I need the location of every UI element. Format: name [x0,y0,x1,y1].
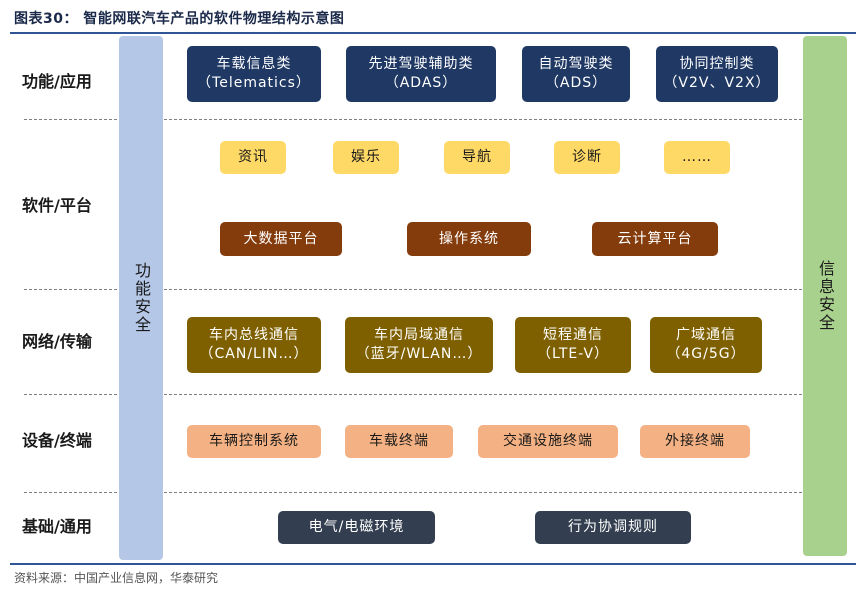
box-subtitle: （CAN/LIN…） [199,346,309,362]
box-title: 广域通信 [676,327,736,343]
box-title: 协同控制类 [679,56,755,72]
software-app-info: 资讯 [220,141,286,174]
row-label-device-terminal: 设备/终端 [22,431,92,450]
network-box-4g-5g: 广域通信 （4G/5G） [650,317,762,373]
box-title: 车内总线通信 [209,327,299,343]
device-onboard-terminal: 车载终端 [345,425,453,458]
network-box-lte-v: 短程通信 （LTE-V） [515,317,631,373]
bottom-rule [10,563,856,565]
source-note: 资料来源：中国产业信息网，华泰研究 [14,571,219,585]
function-box-telematics: 车载信息类 （Telematics） [187,46,321,102]
information-security-bar: 信息安全 [803,36,847,556]
functional-safety-bar: 功能安全 [119,36,163,560]
information-security-label: 信息安全 [816,260,835,332]
platform-operating-system: 操作系统 [407,222,531,256]
device-vehicle-control-system: 车辆控制系统 [187,425,321,458]
software-app-diagnosis: 诊断 [554,141,620,174]
network-box-bluetooth-wlan: 车内局域通信 （蓝牙/WLAN…） [345,317,493,373]
row-divider [24,119,802,120]
row-divider [24,492,802,493]
network-box-can-lin: 车内总线通信 （CAN/LIN…） [187,317,321,373]
software-app-navigation: 导航 [444,141,510,174]
box-title: 自动驾驶类 [538,56,614,72]
box-subtitle: （V2V、V2X） [663,75,771,91]
row-label-software-platform: 软件/平台 [22,196,92,215]
figure-title: 图表30： 智能网联汽车产品的软件物理结构示意图 [14,11,345,27]
function-box-adas: 先进驾驶辅助类 （ADAS） [346,46,496,102]
row-label-network-transport: 网络/传输 [22,332,92,351]
row-divider [24,394,802,395]
software-app-more: …… [664,141,730,174]
device-external-terminal: 外接终端 [640,425,750,458]
device-traffic-facility-terminal: 交通设施终端 [478,425,618,458]
row-divider [24,289,802,290]
top-rule [10,32,856,34]
box-title: 车内局域通信 [374,327,464,343]
software-app-entertainment: 娱乐 [333,141,399,174]
row-label-foundation-general: 基础/通用 [22,517,92,536]
platform-big-data: 大数据平台 [220,222,342,256]
box-title: 车载信息类 [216,56,292,72]
function-box-v2x: 协同控制类 （V2V、V2X） [656,46,778,102]
box-subtitle: （ADAS） [384,75,458,91]
box-title: 短程通信 [543,327,603,343]
box-subtitle: （ADS） [544,75,608,91]
foundation-electrical-environment: 电气/电磁环境 [278,511,435,544]
box-subtitle: （4G/5G） [666,346,746,362]
box-subtitle: （LTE-V） [536,346,610,362]
platform-cloud-computing: 云计算平台 [592,222,718,256]
box-subtitle: （Telematics） [197,75,311,91]
box-subtitle: （蓝牙/WLAN…） [355,346,483,362]
foundation-behavior-rules: 行为协调规则 [535,511,691,544]
functional-safety-label: 功能安全 [132,262,151,334]
row-label-function-app: 功能/应用 [22,72,92,91]
box-title: 先进驾驶辅助类 [368,56,474,72]
function-box-ads: 自动驾驶类 （ADS） [522,46,630,102]
